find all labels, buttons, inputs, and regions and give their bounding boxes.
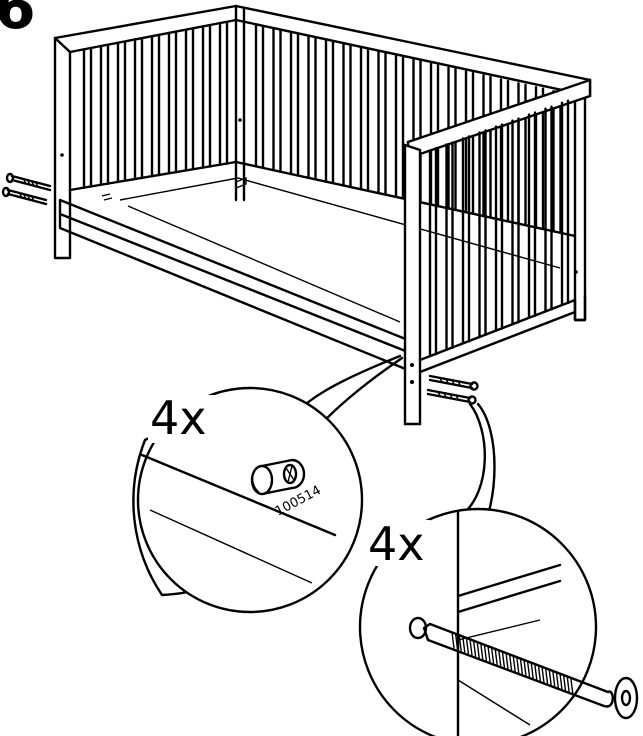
step-number: 6 (0, 0, 36, 43)
cam-quantity-label: 4x (150, 391, 207, 445)
crib-back-panel (55, 6, 590, 320)
bolt-quantity-label: 4x (368, 517, 425, 571)
callout-bolt-leader-2 (462, 404, 485, 515)
crib-front-end-panel (405, 80, 590, 424)
bolt-icon (428, 376, 478, 404)
back-spindles-left (84, 22, 227, 188)
bolt-icon (3, 174, 50, 204)
